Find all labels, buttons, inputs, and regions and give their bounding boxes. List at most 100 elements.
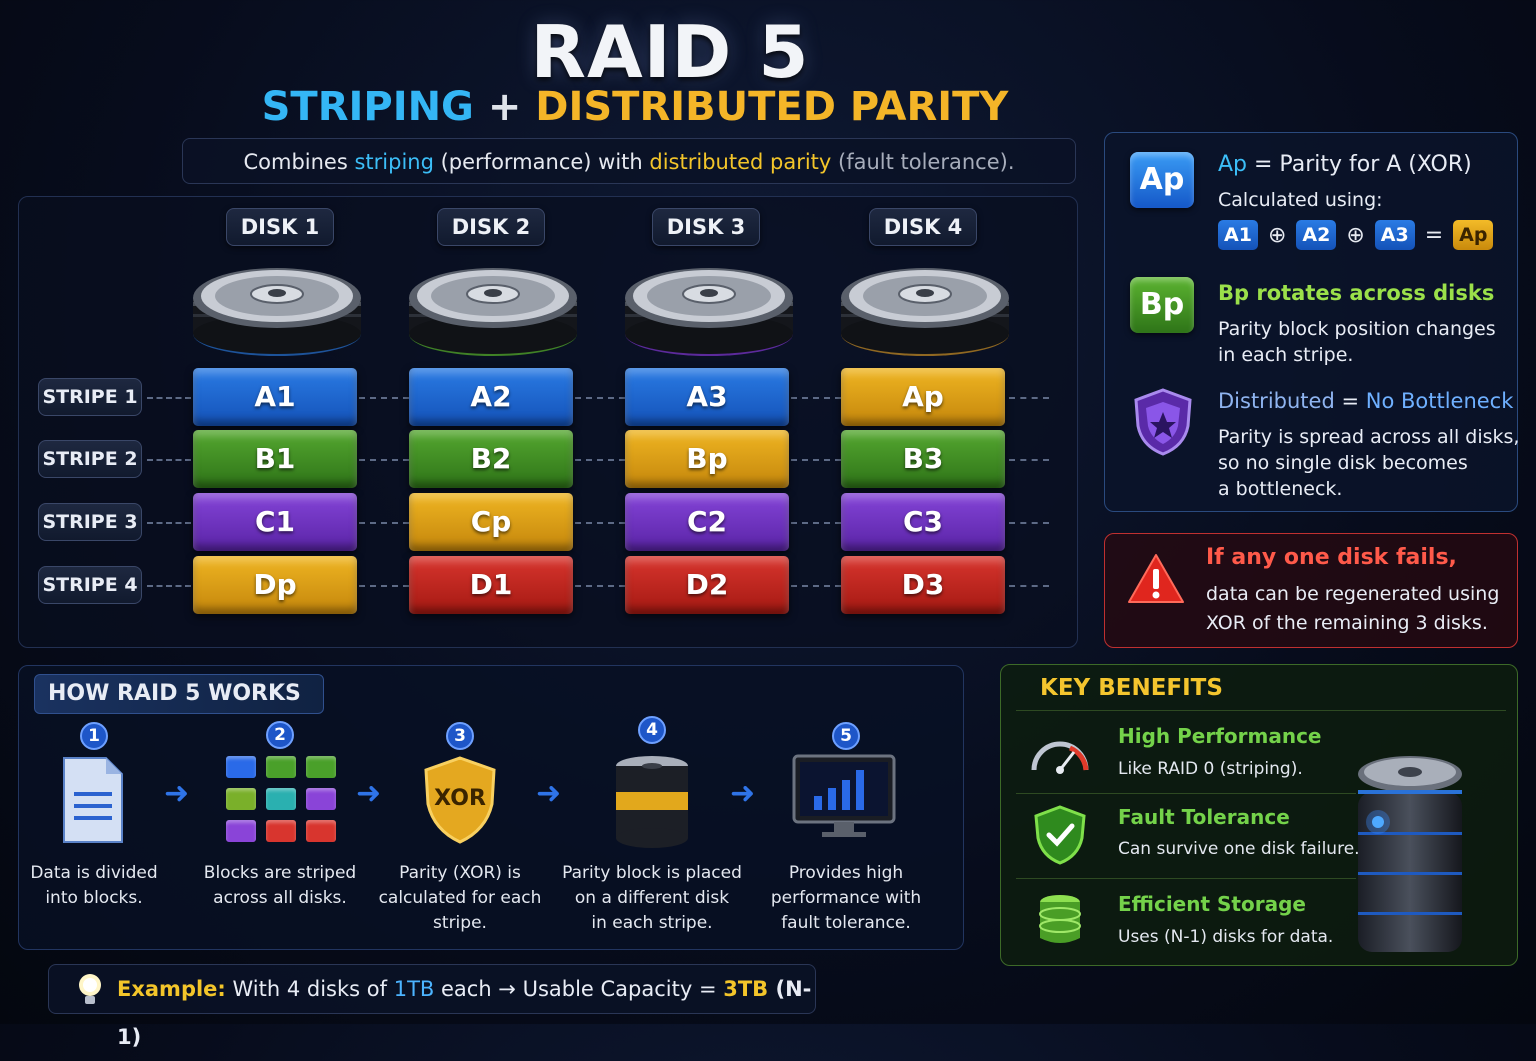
disk-label: DISK 3 <box>652 208 760 246</box>
data-block: D3 <box>841 556 1005 614</box>
subtitle-striping: STRIPING <box>261 84 474 130</box>
stripe-label: STRIPE 2 <box>38 440 142 478</box>
block-tile <box>226 820 256 842</box>
example-banner: Example: With 4 disks of 1TB each → Usab… <box>48 964 816 1049</box>
block-tile <box>306 820 336 842</box>
lightbulb-icon <box>79 974 101 1004</box>
example-disk-size: 1TB <box>393 977 435 1001</box>
warning-icon <box>1128 554 1184 603</box>
stripe-connector <box>1009 397 1049 399</box>
parity-disk-icon <box>616 756 688 848</box>
xor-equation: A1⊕A2⊕A3=Ap <box>1218 220 1494 250</box>
data-block: Dp <box>193 556 357 614</box>
distributed-description: Parity is spread across all disks, so no… <box>1218 424 1519 502</box>
summary-striping: striping <box>354 150 434 174</box>
data-block: A2 <box>409 368 573 426</box>
step-description-line: stripe. <box>433 913 487 933</box>
stripe-connector <box>575 585 625 587</box>
stripe-connector <box>575 522 625 524</box>
example-text: With 4 disks of <box>225 977 394 1001</box>
stripe-connector <box>791 585 841 587</box>
equation-block: Ap <box>1453 220 1494 250</box>
stripe-connector <box>359 585 409 587</box>
block-tile <box>306 756 336 778</box>
step-description-line: Blocks are striped <box>203 863 357 883</box>
step-number: 1 <box>80 722 108 750</box>
server-stack-icon <box>1358 756 1462 952</box>
disk-platter-icon <box>841 268 1009 356</box>
stripe-connector <box>147 522 191 524</box>
stripe-connector <box>1009 522 1049 524</box>
step-number: 5 <box>832 722 860 750</box>
step-description: Parity (XOR) is calculated for each stripe… <box>365 861 555 936</box>
step-number: 4 <box>638 716 666 744</box>
stripe-connector <box>147 397 191 399</box>
equation-block: A3 <box>1374 220 1415 250</box>
subtitle-parity: DISTRIBUTED PARITY <box>535 84 1009 130</box>
step-description-line: across all disks. <box>213 888 347 908</box>
distributed-heading: Distributed = No Bottleneck <box>1218 389 1513 413</box>
data-block: Ap <box>841 368 1005 426</box>
bp-description: Parity block position changes in each st… <box>1218 316 1496 368</box>
data-block: Cp <box>409 493 573 551</box>
stripe-connector <box>791 522 841 524</box>
data-block: Bp <box>625 430 789 488</box>
benefit-heading: Fault Tolerance <box>1118 805 1290 829</box>
stripe-connector <box>147 585 191 587</box>
step-description-line: Parity block is placed <box>562 863 742 883</box>
stripe-connector <box>575 459 625 461</box>
subtitle-plus: + <box>487 84 522 130</box>
ap-heading: Ap = Parity for A (XOR) <box>1218 152 1472 177</box>
warning-line: data can be regenerated using <box>1206 583 1500 605</box>
stripe-connector <box>791 459 841 461</box>
data-block: A1 <box>193 368 357 426</box>
data-block: C3 <box>841 493 1005 551</box>
data-block: B3 <box>841 430 1005 488</box>
block-tile <box>266 788 296 810</box>
shield-icon <box>1134 388 1192 456</box>
step-description-line: calculated for each <box>378 888 542 908</box>
bp-desc-line: in each stripe. <box>1218 344 1354 366</box>
bp-badge: Bp <box>1130 277 1194 333</box>
warning-heading: If any one disk fails, <box>1206 545 1457 570</box>
step-number: 2 <box>266 721 294 749</box>
ap-heading-text: = Parity for A (XOR) <box>1247 152 1472 177</box>
step-description-line: Provides high <box>788 863 904 883</box>
step-description-line: into blocks. <box>45 888 143 908</box>
summary-text: Combines <box>243 150 355 174</box>
divider <box>1016 710 1506 711</box>
summary-banner: Combines striping (performance) with dis… <box>182 138 1076 184</box>
warning-text: data can be regenerated using XOR of the… <box>1206 580 1499 638</box>
arrow-right-icon: ➜ <box>730 776 756 811</box>
bp-heading: Bp rotates across disks <box>1218 281 1495 305</box>
stripe-connector <box>1009 459 1049 461</box>
stripe-connector <box>359 522 409 524</box>
disk-label: DISK 2 <box>437 208 545 246</box>
data-block: D2 <box>625 556 789 614</box>
block-tile <box>266 820 296 842</box>
block-tile <box>306 788 336 810</box>
calc-label: Calculated using: <box>1218 189 1383 211</box>
block-tile <box>226 788 256 810</box>
step-description: Blocks are striped across all disks. <box>185 861 375 911</box>
disk-label: DISK 4 <box>869 208 977 246</box>
step-number: 3 <box>446 722 474 750</box>
equation-operator: ⊕ <box>1267 222 1287 248</box>
stripe-label: STRIPE 4 <box>38 566 142 604</box>
divider <box>1016 793 1356 794</box>
ap-heading-key: Ap <box>1218 152 1248 177</box>
distributed-eq: = <box>1334 389 1366 413</box>
step-description-line: Parity (XOR) is <box>399 863 521 883</box>
arrow-right-icon: ➜ <box>536 776 562 811</box>
dist-desc-line: a bottleneck. <box>1218 478 1343 500</box>
dist-desc-line: Parity is spread across all disks, <box>1218 426 1520 448</box>
no-bottleneck-text: No Bottleneck <box>1365 389 1514 413</box>
stripe-connector <box>1009 585 1049 587</box>
summary-text: (performance) with <box>433 150 650 174</box>
stripe-connector <box>147 459 191 461</box>
arrow-right-icon: ➜ <box>356 776 382 811</box>
equation-block: A2 <box>1296 220 1337 250</box>
arrow-right-icon: ➜ <box>164 776 190 811</box>
example-formula: (N-1) <box>117 977 812 1049</box>
data-block: B1 <box>193 430 357 488</box>
